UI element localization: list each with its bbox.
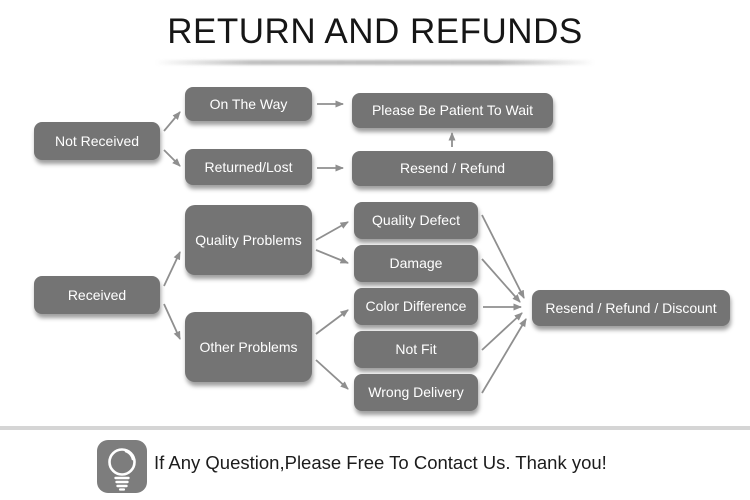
node-resend-refund-discount: Resend / Refund / Discount	[532, 290, 730, 326]
arrow-other-problems-to-wrong-delivery	[315, 359, 349, 390]
arrow-quality-problems-to-damage	[315, 249, 349, 264]
arrow-received-to-other-problems	[163, 303, 181, 340]
node-received: Received	[34, 276, 160, 314]
node-not-received: Not Received	[34, 122, 160, 160]
node-damage: Damage	[354, 245, 478, 282]
arrow-not-received-to-on-the-way	[163, 111, 181, 132]
node-resend-refund: Resend / Refund	[352, 151, 553, 186]
node-color-difference: Color Difference	[354, 288, 478, 325]
node-on-the-way: On The Way	[185, 87, 312, 121]
node-quality-defect: Quality Defect	[354, 202, 478, 239]
footer-message: If Any Question,Please Free To Contact U…	[154, 452, 607, 473]
title-underline	[155, 60, 595, 65]
arrow-quality-defect-to-discount	[481, 214, 525, 299]
arrow-damage-to-discount	[481, 258, 521, 303]
footer-divider	[0, 426, 750, 430]
node-other-problems: Other Problems	[185, 312, 312, 382]
arrow-not-fit-to-discount	[481, 312, 523, 351]
node-wrong-delivery: Wrong Delivery	[354, 374, 478, 411]
node-please-be-patient: Please Be Patient To Wait	[352, 93, 553, 128]
lightbulb-icon	[97, 440, 147, 493]
page-title: RETURN AND REFUNDS	[167, 12, 583, 51]
arrow-other-problems-to-color-difference	[315, 309, 349, 335]
node-not-fit: Not Fit	[354, 331, 478, 368]
arrow-quality-problems-to-quality-defect	[315, 221, 349, 241]
node-returned-lost: Returned/Lost	[185, 149, 312, 185]
arrow-not-received-to-returned-lost	[163, 149, 181, 167]
arrow-wrong-delivery-to-discount	[481, 318, 527, 394]
arrow-received-to-quality-problems	[163, 251, 181, 287]
node-quality-problems: Quality Problems	[185, 205, 312, 275]
